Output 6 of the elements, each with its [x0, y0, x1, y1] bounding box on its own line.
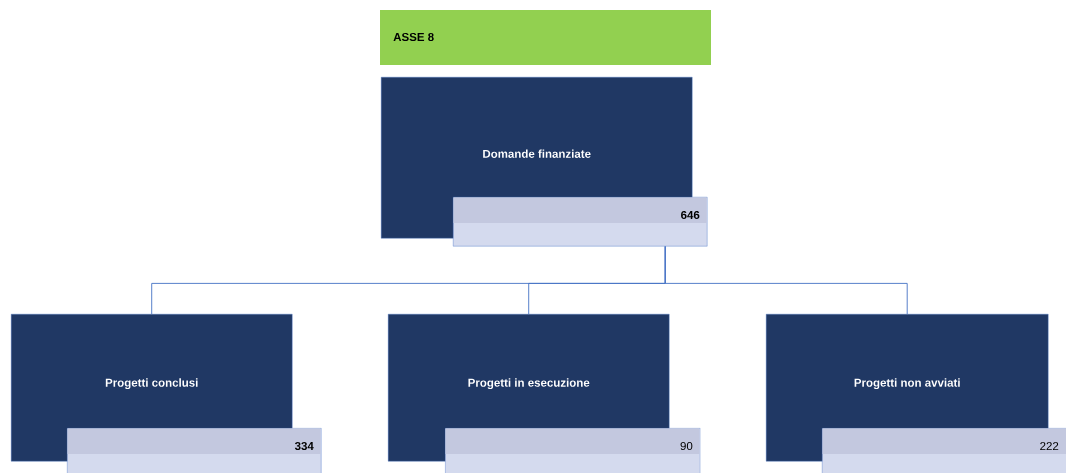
count-box: 90 [445, 428, 701, 473]
count-box: 222 [822, 428, 1066, 473]
connector-line [664, 245, 908, 315]
heading-band: ASSE 8 [380, 10, 711, 65]
count-box: 334 [67, 428, 322, 473]
count-box: 646 [453, 197, 708, 247]
